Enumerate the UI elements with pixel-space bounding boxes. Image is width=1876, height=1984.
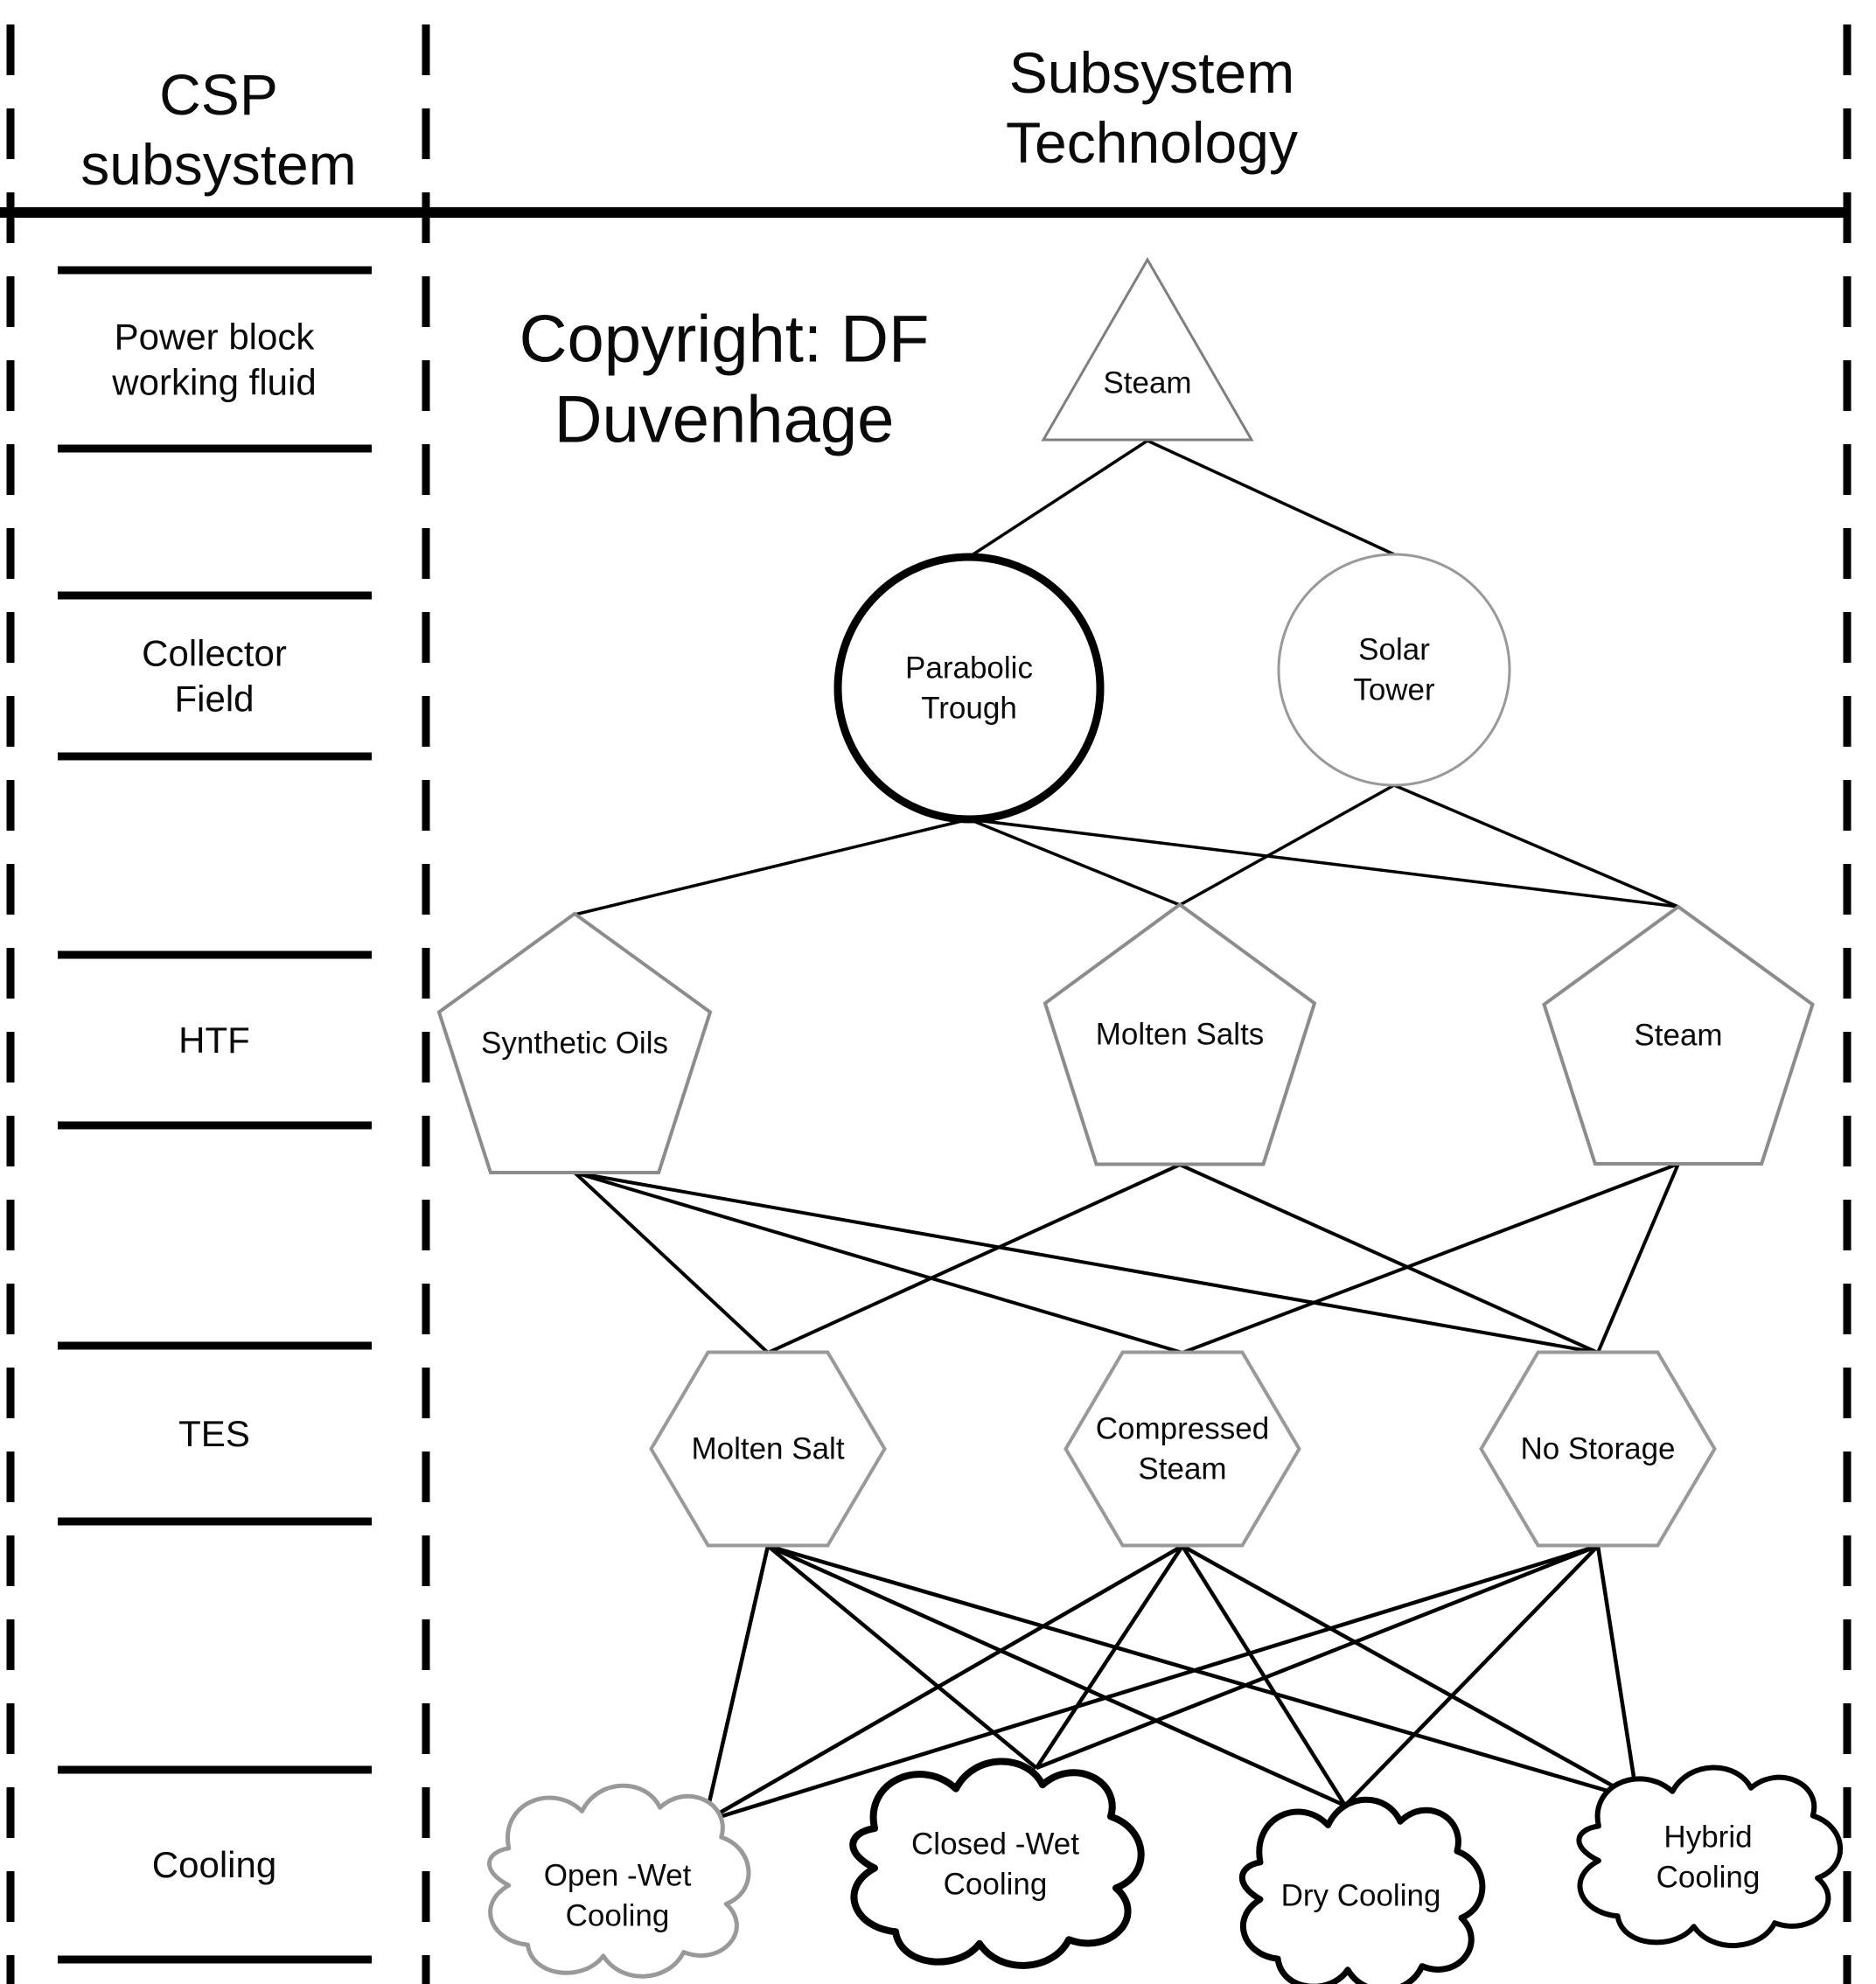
edge-molten-salt-tes-to-dry-cooling	[767, 1543, 1346, 1808]
csp-subsystem-header-line-2: subsystem	[80, 132, 356, 197]
edge-parabolic-trough-to-molten-salts-htf	[968, 818, 1181, 907]
node-steam-htf-pentagon-shape	[1542, 904, 1815, 1166]
edge-solar-tower-to-molten-salts-htf	[1179, 783, 1395, 907]
edge-molten-salt-tes-to-closed-wet-cooling	[766, 1544, 1038, 1770]
node-dry-cooling-cloud-shape	[1238, 1796, 1486, 1984]
edge-compressed-steam-to-dry-cooling	[1181, 1544, 1347, 1807]
edge-compressed-steam-to-hybrid-cooling	[1181, 1544, 1639, 1801]
edge-no-storage-to-hybrid-cooling	[1595, 1545, 1640, 1800]
node-steam-working-fluid-triangle-shape	[1041, 257, 1254, 442]
node-parabolic-trough-label-line-2: Trough	[921, 692, 1017, 726]
row-label-power-block-line-2: working fluid	[111, 362, 316, 403]
node-synthetic-oils-label-line-1: Synthetic Oils	[481, 1027, 668, 1061]
node-hybrid-cooling-label-line-2: Cooling	[1656, 1861, 1761, 1895]
row-label-collector-field-line-2: Field	[174, 679, 254, 720]
edge-steam-working-fluid-to-solar-tower	[1147, 439, 1395, 556]
subsystem-technology-header-line-1: Subsystem	[1009, 40, 1294, 105]
node-open-wet-cooling-cloud-shape	[487, 1783, 751, 1979]
edge-molten-salt-tes-to-hybrid-cooling	[767, 1543, 1638, 1802]
node-molten-salts-htf-pentagon-shape	[1043, 902, 1317, 1166]
node-closed-wet-cooling-cloud-shape	[849, 1758, 1145, 1969]
edge-compressed-steam-to-closed-wet-cooling	[1035, 1544, 1184, 1770]
node-no-storage-label-line-1: No Storage	[1520, 1432, 1675, 1466]
edge-steam-htf-to-no-storage	[1596, 1163, 1680, 1354]
node-molten-salt-tes-hexagon-shape	[649, 1350, 887, 1548]
node-solar-tower-label-line-1: Solar	[1358, 633, 1430, 667]
edge-molten-salts-htf-to-molten-salt-tes	[767, 1163, 1181, 1354]
node-synthetic-oils-pentagon-shape	[436, 911, 713, 1174]
row-label-power-block-line-1: Power block	[115, 317, 316, 358]
node-molten-salt-tes-label-line-1: Molten Salt	[691, 1432, 844, 1466]
node-closed-wet-cooling-label-line-2: Cooling	[944, 1868, 1048, 1902]
edge-no-storage-to-closed-wet-cooling	[1036, 1543, 1599, 1771]
row-label-htf-line-1: HTF	[178, 1020, 250, 1061]
edge-steam-working-fluid-to-parabolic-trough	[968, 439, 1148, 559]
copyright-watermark-line-2: Duvenhage	[554, 383, 895, 457]
node-parabolic-trough-label-line-1: Parabolic	[905, 651, 1033, 686]
node-open-wet-cooling-label-line-2: Cooling	[566, 1899, 670, 1933]
edge-no-storage-to-open-wet-cooling	[704, 1543, 1599, 1824]
edge-compressed-steam-to-open-wet-cooling	[703, 1544, 1184, 1823]
csp-subsystem-header-line-1: CSP	[159, 62, 278, 127]
node-compressed-steam-label-line-2: Steam	[1138, 1452, 1226, 1486]
row-label-collector-field-line-1: Collector	[142, 633, 287, 674]
edge-parabolic-trough-to-steam-htf	[968, 818, 1679, 908]
node-hybrid-cooling-label-line-1: Hybrid	[1663, 1820, 1752, 1855]
node-steam-htf-label-line-1: Steam	[1634, 1019, 1722, 1053]
subsystem-technology-header-line-2: Technology	[1006, 110, 1298, 175]
node-parabolic-trough-circle-shape	[833, 553, 1105, 824]
copyright-watermark-line-1: Copyright: DF	[520, 303, 930, 377]
node-open-wet-cooling-label-line-1: Open -Wet	[544, 1859, 692, 1893]
node-no-storage-hexagon-shape	[1479, 1350, 1717, 1548]
node-closed-wet-cooling-label-line-1: Closed -Wet	[911, 1827, 1079, 1862]
row-label-cooling-line-1: Cooling	[152, 1844, 276, 1885]
node-solar-tower-circle-shape	[1277, 553, 1511, 787]
edge-steam-htf-to-compressed-steam	[1182, 1162, 1679, 1354]
edge-synthetic-oils-to-no-storage	[574, 1171, 1599, 1354]
edge-synthetic-oils-to-compressed-steam	[574, 1171, 1183, 1354]
edge-solar-tower-to-steam-htf	[1393, 783, 1679, 908]
edge-no-storage-to-dry-cooling	[1343, 1544, 1600, 1807]
edge-synthetic-oils-to-molten-salt-tes	[573, 1171, 770, 1354]
row-label-tes-line-1: TES	[178, 1413, 250, 1454]
node-steam-working-fluid-label-line-1: Steam	[1103, 366, 1191, 400]
node-compressed-steam-label-line-1: Compressed	[1096, 1412, 1269, 1446]
node-molten-salts-htf-label-line-1: Molten Salts	[1096, 1018, 1265, 1052]
node-solar-tower-label-line-2: Tower	[1353, 673, 1435, 707]
node-compressed-steam-hexagon-shape	[1064, 1350, 1301, 1548]
edge-molten-salts-htf-to-no-storage	[1179, 1163, 1599, 1354]
node-hybrid-cooling-cloud-shape	[1576, 1765, 1843, 1948]
node-dry-cooling-label-line-1: Dry Cooling	[1281, 1879, 1441, 1913]
edge-parabolic-trough-to-synthetic-oils	[574, 818, 970, 916]
edge-molten-salt-tes-to-open-wet-cooling	[702, 1545, 771, 1822]
